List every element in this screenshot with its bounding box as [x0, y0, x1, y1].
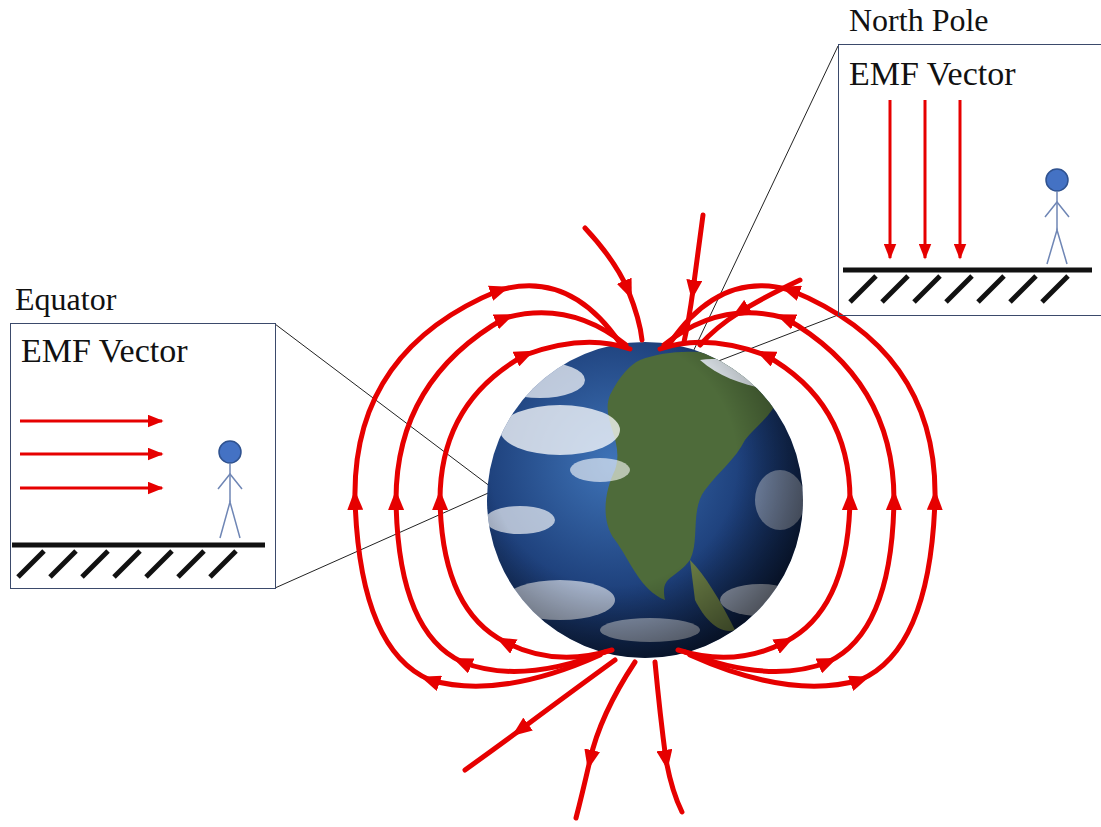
- earth-globe: [485, 342, 805, 658]
- location-heading: North Pole: [849, 3, 989, 38]
- location-heading: Equator: [15, 282, 116, 317]
- equator-inset-art: [12, 421, 265, 577]
- inset-box: North PoleEMF Vector: [838, 44, 1101, 316]
- inset-box: EquatorEMF Vector: [10, 323, 276, 589]
- field-lines: [355, 215, 935, 818]
- inset-title: EMF Vector: [849, 55, 1016, 92]
- inset-title: EMF Vector: [21, 332, 188, 369]
- north-inset-art: [843, 100, 1092, 302]
